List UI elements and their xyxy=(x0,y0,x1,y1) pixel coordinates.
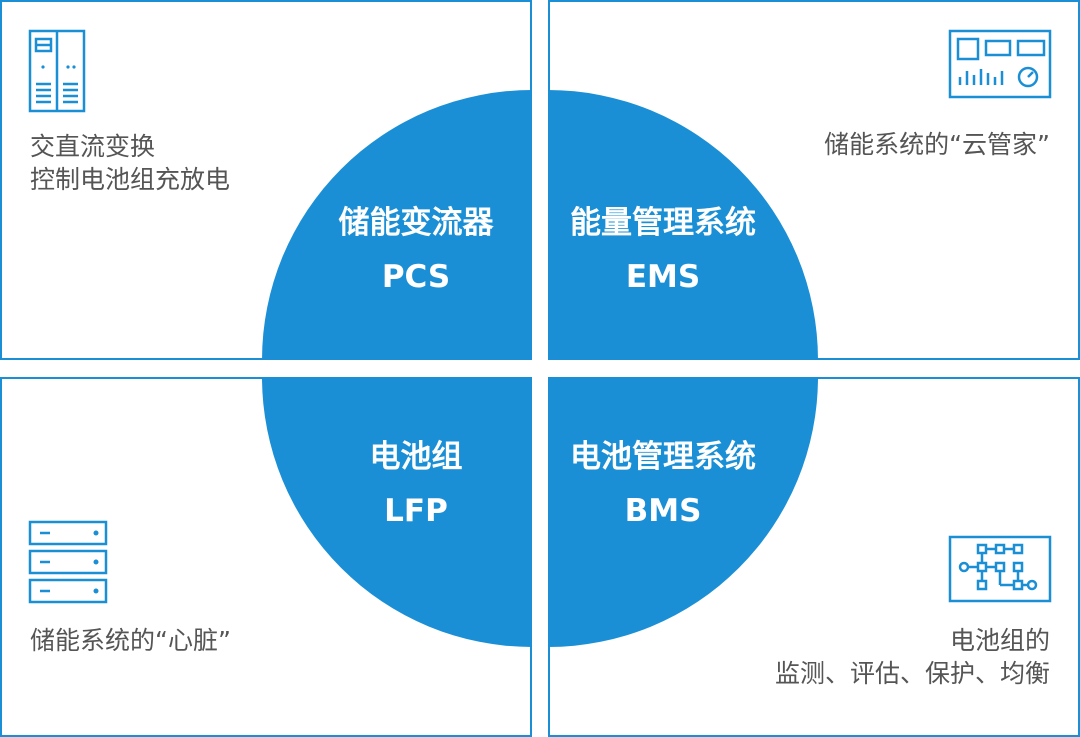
bms-label: 电池管理系统 BMS xyxy=(543,437,783,531)
pcs-label: 储能变流器 PCS xyxy=(296,203,536,297)
bms-desc-line: 电池组的 xyxy=(949,626,1050,655)
control-dashboard-icon xyxy=(948,29,1052,99)
lfp-description: 储能系统的“心脏” xyxy=(30,624,231,657)
lfp-desc-line: 储能系统的“心脏” xyxy=(30,626,231,655)
ems-desc-line: 储能系统的“云管家” xyxy=(824,130,1050,159)
ems-title-cn: 能量管理系统 xyxy=(570,205,756,241)
pcs-title-en: PCS xyxy=(381,259,451,295)
bms-title-en: BMS xyxy=(624,493,702,529)
pcs-desc-line: 控制电池组充放电 xyxy=(30,165,231,194)
ems-title-en: EMS xyxy=(625,259,701,295)
pcs-title-cn: 储能变流器 xyxy=(338,205,494,241)
bms-title-cn: 电池管理系统 xyxy=(570,439,756,475)
battery-rack-icon xyxy=(28,520,108,604)
bms-desc-line: 监测、评估、保护、均衡 xyxy=(774,659,1050,688)
lfp-title-en: LFP xyxy=(384,493,448,529)
inverter-cabinet-icon xyxy=(28,29,86,113)
lfp-label: 电池组 LFP xyxy=(296,437,536,531)
bms-description: 电池组的 监测、评估、保护、均衡 xyxy=(775,624,1050,690)
lfp-title-cn: 电池组 xyxy=(369,439,463,475)
pcs-description: 交直流变换 控制电池组充放电 xyxy=(30,130,230,196)
ems-description: 储能系统的“云管家” xyxy=(824,128,1050,161)
circuit-board-icon xyxy=(948,535,1052,603)
ems-label: 能量管理系统 EMS xyxy=(543,203,783,297)
pcs-desc-line: 交直流变换 xyxy=(30,132,156,161)
